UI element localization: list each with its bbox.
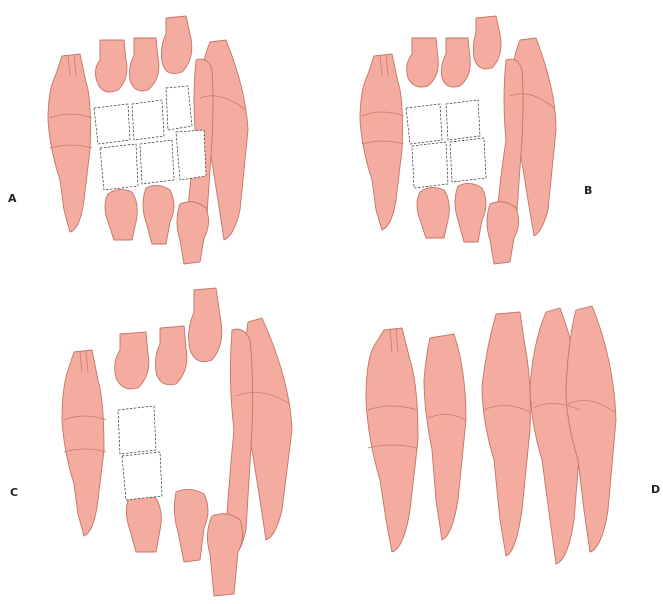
tooth bbox=[115, 332, 149, 389]
tooth bbox=[424, 334, 466, 540]
tooth bbox=[126, 495, 161, 552]
tooth bbox=[455, 183, 486, 242]
tooth-bud bbox=[118, 406, 156, 454]
panel-label-b: B bbox=[584, 184, 592, 197]
panel-c-teeth bbox=[62, 288, 292, 596]
tooth bbox=[156, 326, 187, 385]
tooth bbox=[366, 328, 418, 552]
tooth-bud bbox=[140, 140, 174, 184]
tooth bbox=[105, 189, 137, 240]
tooth-bud bbox=[412, 142, 448, 188]
tooth bbox=[487, 202, 519, 264]
panel-label-c: C bbox=[10, 486, 18, 499]
tooth bbox=[207, 514, 242, 596]
tooth-bud bbox=[166, 86, 192, 130]
tooth bbox=[174, 489, 208, 562]
tooth bbox=[62, 350, 104, 536]
tooth bbox=[143, 185, 174, 244]
tooth bbox=[442, 38, 471, 87]
tooth bbox=[162, 16, 192, 74]
tooth bbox=[407, 38, 439, 87]
panel-label-d: D bbox=[651, 483, 660, 496]
tooth bbox=[48, 54, 91, 232]
tooth-bud bbox=[94, 104, 130, 144]
tooth-bud bbox=[446, 100, 480, 140]
panel-label-a: A bbox=[8, 192, 17, 205]
panel-d-teeth bbox=[366, 306, 616, 564]
tooth bbox=[177, 202, 209, 264]
tooth bbox=[95, 40, 127, 92]
tooth bbox=[130, 38, 159, 91]
panel-b-teeth bbox=[360, 16, 556, 264]
tooth-bud bbox=[100, 144, 138, 190]
tooth bbox=[482, 312, 530, 556]
tooth-bud bbox=[122, 452, 162, 500]
panel-a-teeth bbox=[48, 16, 248, 264]
tooth bbox=[417, 187, 449, 238]
tooth-bud bbox=[176, 130, 206, 180]
tooth bbox=[473, 16, 501, 69]
tooth bbox=[189, 288, 222, 362]
tooth-bud bbox=[132, 100, 164, 140]
tooth-bud bbox=[406, 104, 442, 144]
tooth-bud bbox=[450, 138, 486, 182]
